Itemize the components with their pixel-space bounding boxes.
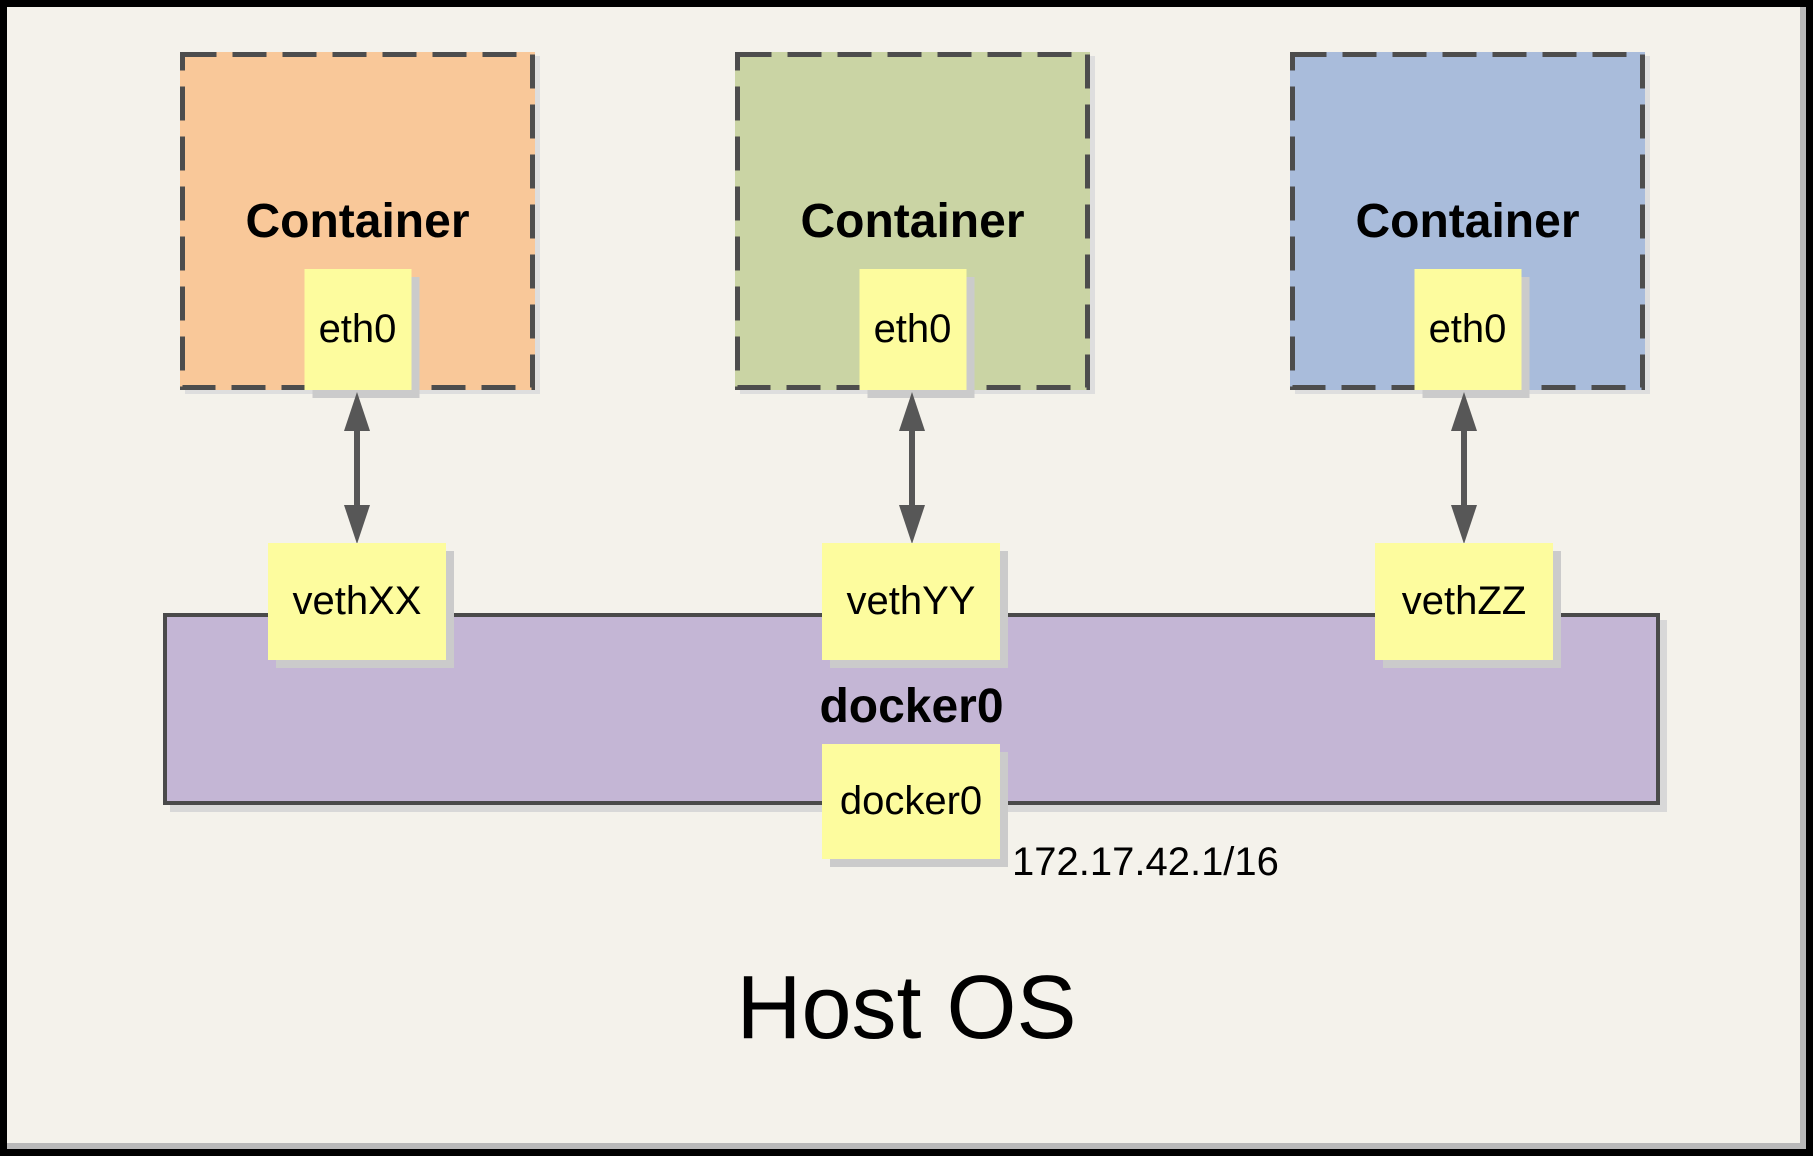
docker0-label: docker0	[839, 779, 983, 823]
eth0-label: eth0	[318, 307, 397, 351]
container-box-1: Container eth0	[180, 52, 535, 390]
bridge-ip-label: 172.17.42.1/16	[1012, 840, 1279, 884]
docker0-interface-chip: docker0	[822, 744, 1000, 859]
container-box-3: Container eth0	[1290, 52, 1645, 390]
eth0-label: eth0	[873, 307, 952, 351]
container-box-2: Container eth0	[735, 52, 1090, 390]
eth0-label: eth0	[1428, 307, 1507, 351]
veth-label: vethZZ	[1401, 579, 1527, 623]
bidirectional-arrow-icon	[344, 392, 370, 544]
veth-chip-3: vethZZ	[1375, 543, 1553, 660]
sheet-edge-right	[1800, 7, 1806, 1149]
eth0-interface-chip: eth0	[1414, 269, 1521, 390]
veth-label: vethXX	[292, 579, 422, 623]
veth-chip-2: vethYY	[822, 543, 1000, 660]
container-title: Container	[1355, 194, 1580, 248]
bidirectional-arrow-icon	[1451, 392, 1477, 544]
bidirectional-arrow-icon	[899, 392, 925, 544]
host-os-title: Host OS	[736, 958, 1077, 1058]
container-title: Container	[800, 194, 1025, 248]
sheet-edge-bottom	[7, 1143, 1806, 1149]
veth-chip-1: vethXX	[268, 543, 446, 660]
eth0-interface-chip: eth0	[859, 269, 966, 390]
bridge-title: docker0	[819, 680, 1004, 733]
veth-label: vethYY	[846, 579, 976, 623]
eth0-interface-chip: eth0	[304, 269, 411, 390]
container-title: Container	[245, 194, 470, 248]
